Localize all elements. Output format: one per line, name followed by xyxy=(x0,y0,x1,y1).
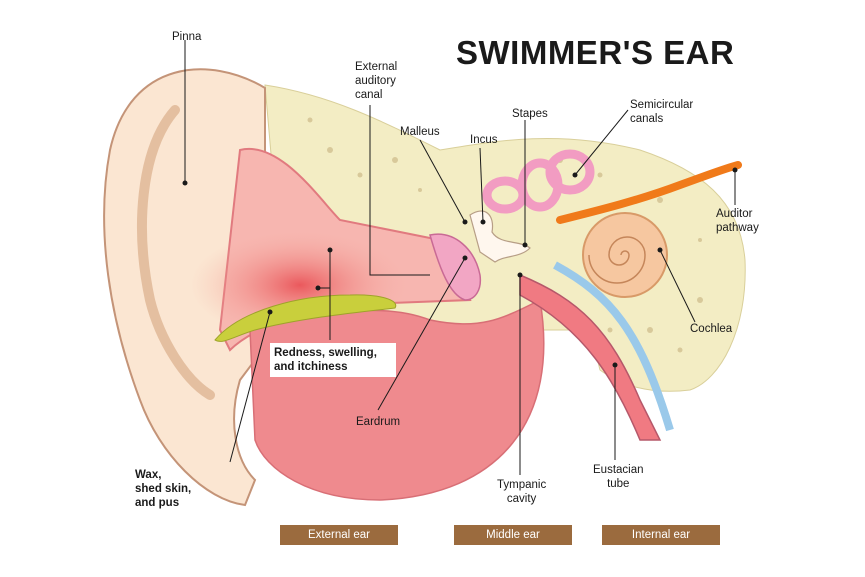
eustachian-tube xyxy=(519,273,662,441)
ossicles xyxy=(469,210,531,263)
label-incus: Incus xyxy=(470,134,498,146)
callout-redness: Redness, swelling, and itchiness xyxy=(270,343,396,377)
section-external-ear: External ear xyxy=(280,525,398,545)
label-auditor-pathway: Auditor pathway xyxy=(716,208,759,234)
label-external-auditory-canal: External auditory canal xyxy=(355,61,398,101)
label-eardrum: Eardrum xyxy=(356,416,401,428)
cochlea-spiral xyxy=(588,236,646,284)
semicircular-canals xyxy=(482,149,595,214)
section-middle-ear: Middle ear xyxy=(454,525,572,545)
section-internal-ear: Internal ear xyxy=(602,525,720,545)
label-stapes: Stapes xyxy=(512,108,548,120)
label-semicircular-canals: Semicircular canals xyxy=(630,99,694,125)
auditory-nerve xyxy=(556,161,742,224)
label-malleus: Malleus xyxy=(400,126,440,138)
cochlea xyxy=(582,212,668,298)
lower-tissue xyxy=(249,298,545,501)
pinna-inner-fold xyxy=(137,105,215,400)
eustachian-tube-blue xyxy=(553,261,674,432)
label-pinna: Pinna xyxy=(172,31,202,43)
leader-dots xyxy=(182,167,738,368)
diagram-title: SWIMMER'S EAR xyxy=(456,34,735,71)
leader-lines xyxy=(184,40,736,475)
wax-buildup xyxy=(214,294,397,342)
label-wax-shed-skin-pus: Wax, shed skin, and pus xyxy=(135,469,192,509)
label-tympanic-cavity: Tympanic cavity xyxy=(497,479,547,505)
eardrum xyxy=(429,233,482,301)
label-cochlea: Cochlea xyxy=(690,323,733,335)
label-eustacian-tube: Eustacian tube xyxy=(593,464,644,490)
